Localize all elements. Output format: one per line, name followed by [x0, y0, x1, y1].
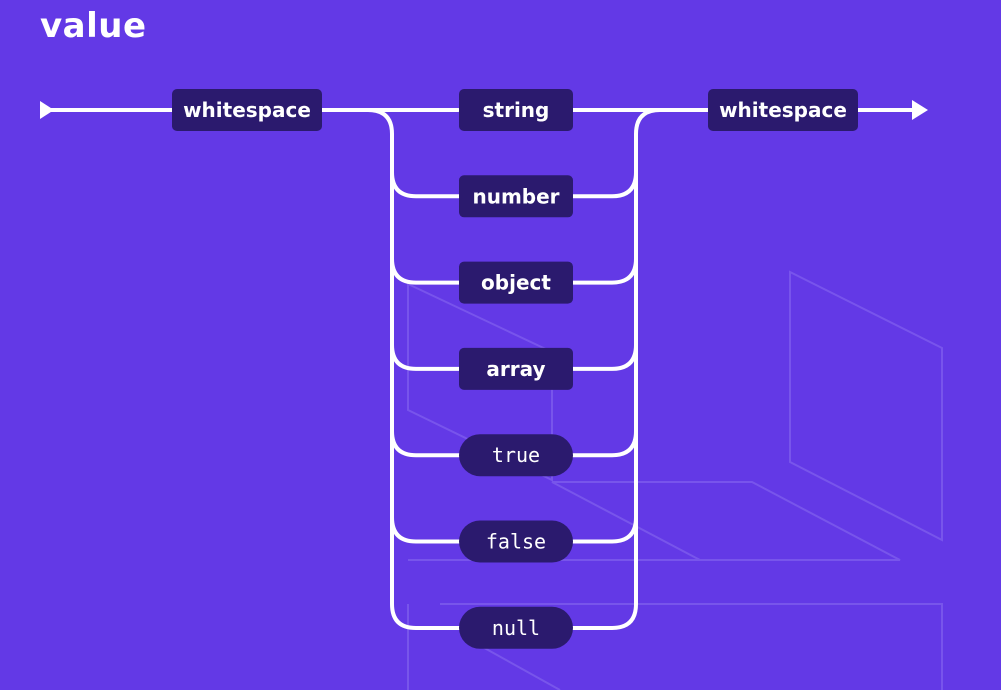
background-decoration — [407, 270, 943, 690]
alt-false-label: false — [486, 530, 546, 554]
alt-box — [459, 261, 573, 304]
branch-out — [571, 429, 638, 458]
branch-out — [571, 515, 638, 544]
alt-box — [459, 606, 573, 649]
left-branch-rail — [366, 108, 464, 630]
branch-in — [390, 429, 461, 458]
alt-null-node: null — [459, 606, 573, 649]
exit-whitespace-node: whitespace — [708, 89, 858, 131]
decor-shape — [789, 270, 943, 542]
alt-box — [459, 434, 573, 477]
alt-array-node: array — [459, 347, 573, 390]
alt-box — [459, 89, 573, 131]
branch-in — [390, 256, 461, 285]
alt-box — [459, 520, 573, 563]
alt-box — [459, 175, 573, 218]
alt-true-label: true — [492, 443, 540, 467]
entry-whitespace-label: whitespace — [183, 98, 311, 122]
decor-shape — [440, 603, 943, 690]
alt-number-label: number — [472, 184, 559, 208]
alt-box — [459, 347, 573, 390]
alt-number-node: number — [459, 175, 573, 218]
entry-marker-icon — [40, 101, 54, 119]
branch-out — [571, 342, 638, 371]
decor-shape — [551, 481, 901, 561]
diagram-title: value — [40, 6, 147, 46]
alt-array-label: array — [486, 357, 545, 381]
exit-whitespace-label: whitespace — [719, 98, 847, 122]
exit-arrow-icon — [912, 100, 928, 120]
railroad-tracks — [40, 100, 928, 630]
alt-object-label: object — [481, 271, 551, 295]
right-branch-rail — [570, 108, 662, 630]
branch-in — [390, 170, 461, 199]
branch-in — [390, 342, 461, 371]
branch-connectors — [390, 170, 638, 544]
branch-out — [571, 170, 638, 199]
alt-true-node: true — [459, 434, 573, 477]
alt-null-label: null — [492, 616, 540, 640]
entry-whitespace-node: whitespace — [172, 89, 322, 131]
branch-in — [390, 515, 461, 544]
alt-string-label: string — [483, 98, 550, 122]
alt-string-node: string — [459, 89, 573, 131]
alt-false-node: false — [459, 520, 573, 563]
alt-object-node: object — [459, 261, 573, 304]
alternatives: string number object array true false null — [459, 89, 573, 649]
branch-out — [571, 256, 638, 285]
